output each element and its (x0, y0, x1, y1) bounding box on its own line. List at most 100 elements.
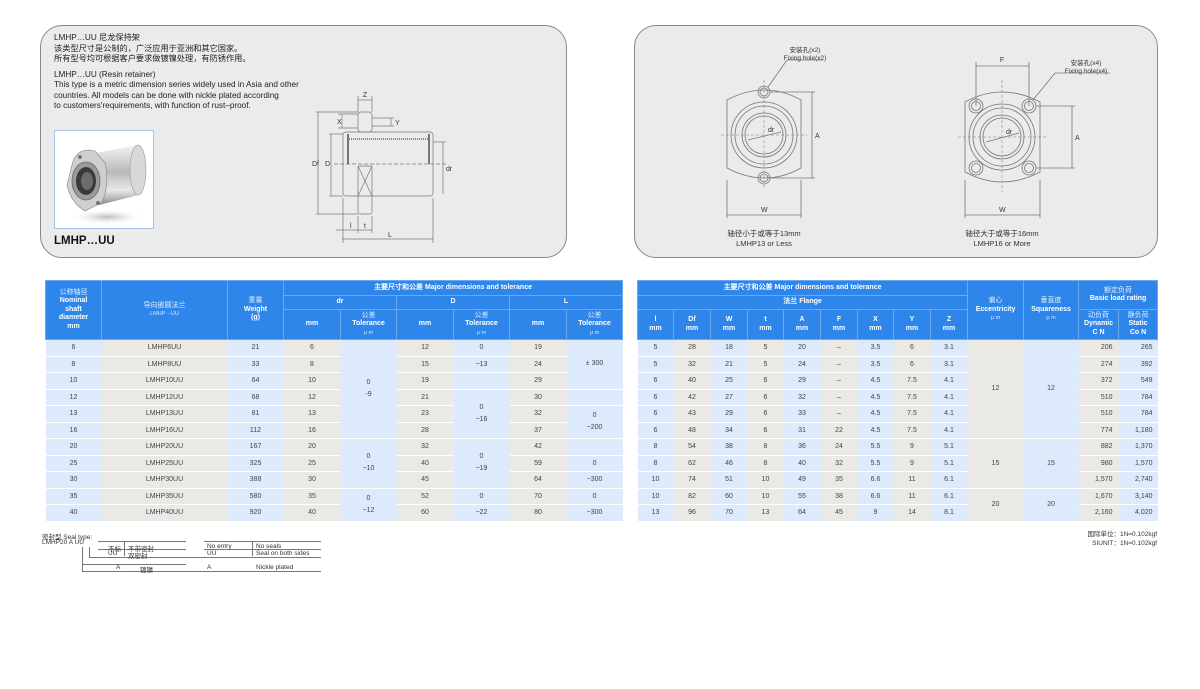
cell-weight: 580 (227, 488, 284, 505)
seal-title: 密封型 Seal type: (42, 534, 93, 541)
fixing-hole-cn: 安装孔(x4) (1071, 58, 1102, 67)
cell-dr: 13 (283, 405, 341, 423)
cell-a: 55 (783, 488, 821, 505)
cell-t: 5 (747, 339, 784, 357)
intro-en-title: LMHP…UU (Resin retainer) (54, 69, 156, 79)
cell-w: 25 (710, 372, 748, 390)
cell-L: 32 (509, 405, 567, 423)
cell-x: 4.5 (857, 405, 894, 423)
cell-w: 46 (710, 455, 748, 472)
cell-x: 6.6 (857, 471, 894, 489)
cell-w: 18 (710, 339, 748, 357)
cell-L: 19 (509, 339, 567, 357)
seal-row-en-code: No entry (207, 543, 232, 550)
cell-shaft: 8 (45, 356, 102, 373)
cell-x: 5.5 (857, 455, 894, 472)
dim-x-label: X (337, 119, 342, 126)
cell-static-load: 4,020 (1118, 504, 1158, 522)
fixing-hole-cn: 安装孔(x2) (790, 45, 821, 54)
cell-df: 43 (673, 405, 711, 423)
cell-L: 64 (509, 471, 567, 489)
seal-row-en-code: UU (207, 550, 217, 557)
dim-w-label: W (999, 207, 1006, 214)
cell-shaft: 12 (45, 389, 102, 406)
cell-L: 29 (509, 372, 567, 390)
cell-f: 38 (820, 488, 858, 505)
cell-a: 40 (783, 455, 821, 472)
cell-t: 10 (747, 471, 784, 489)
cell-shaft: 20 (45, 438, 102, 456)
cell-squareness: 12 (1023, 339, 1079, 439)
seal-row-en: Nickle plated (256, 564, 294, 571)
cell-L: 80 (509, 504, 567, 522)
cell-shaft: 13 (45, 405, 102, 423)
cell-static-load: 549 (1118, 372, 1158, 390)
cell-t: 6 (747, 422, 784, 439)
cell-static-load: 784 (1118, 389, 1158, 406)
cell-f: 24 (820, 438, 858, 456)
cell-x: 5.5 (857, 438, 894, 456)
header-dr: dr (283, 295, 397, 310)
dim-w-label: W (761, 207, 768, 214)
cell-D-tolerance: 0 (453, 339, 510, 357)
cell-z: 4.1 (930, 405, 968, 423)
fixing-hole-en: Fixing hole(x2) (784, 55, 827, 62)
seal-row-en: Seal on both sides (256, 550, 310, 557)
cell-D: 15 (396, 356, 454, 373)
cell-weight: 68 (227, 389, 284, 406)
cell-dynamic-load: 510 (1078, 405, 1119, 423)
cell-D: 21 (396, 389, 454, 406)
product-info-panel: LMHP…UU 尼龙保持架 该类型尺寸是公制的，广泛应用于亚洲和其它国家。 所有… (40, 25, 567, 258)
header-weight: 重量 Weight (g) (227, 280, 284, 340)
cell-dynamic-load: 774 (1078, 422, 1119, 439)
cell-D-tolerance: −13 (453, 356, 510, 373)
cell-t: 6 (747, 389, 784, 406)
cell-dr: 12 (283, 389, 341, 406)
header-D: D (396, 295, 510, 310)
cell-w: 21 (710, 356, 748, 373)
fixing-hole-en: Fixing hole(x4) (1065, 68, 1108, 75)
cell-D-tolerance: −22 (453, 504, 510, 522)
cell-f: 45 (820, 504, 858, 522)
cell-z: 5.1 (930, 438, 968, 456)
cell-l: 6 (637, 422, 674, 439)
cell-y: 7.5 (893, 405, 931, 423)
cell-w: 38 (710, 438, 748, 456)
cell-D: 60 (396, 504, 454, 522)
cell-l: 8 (637, 455, 674, 472)
dim-a-label: A (1075, 135, 1080, 142)
cell-df: 32 (673, 356, 711, 373)
intro-en-line: countries. All models can be done with n… (54, 90, 279, 100)
cell-dr: 6 (283, 339, 341, 357)
seal-row-en-code: A (207, 564, 212, 571)
dim-dr-label: dr (1006, 129, 1013, 136)
cell-f: – (820, 405, 858, 423)
cell-a: 24 (783, 356, 821, 373)
cell-w: 34 (710, 422, 748, 439)
cell-f: 32 (820, 455, 858, 472)
cell-static-load: 265 (1118, 339, 1158, 357)
caption-en: LMHP16 or More (973, 239, 1030, 248)
dim-dr-label: dr (768, 127, 775, 134)
cell-D-tolerance: 0 −19 (453, 438, 510, 489)
cell-z: 5.1 (930, 455, 968, 472)
cell-t: 6 (747, 405, 784, 423)
caption-cn: 轴径小于或等于13mm (727, 228, 800, 238)
dim-z-label: Z (363, 92, 368, 99)
seal-code-example: LMHP20 A UU (42, 539, 84, 546)
cell-shaft: 25 (45, 455, 102, 472)
cell-shaft: 6 (45, 339, 102, 357)
cell-z: 4.1 (930, 372, 968, 390)
